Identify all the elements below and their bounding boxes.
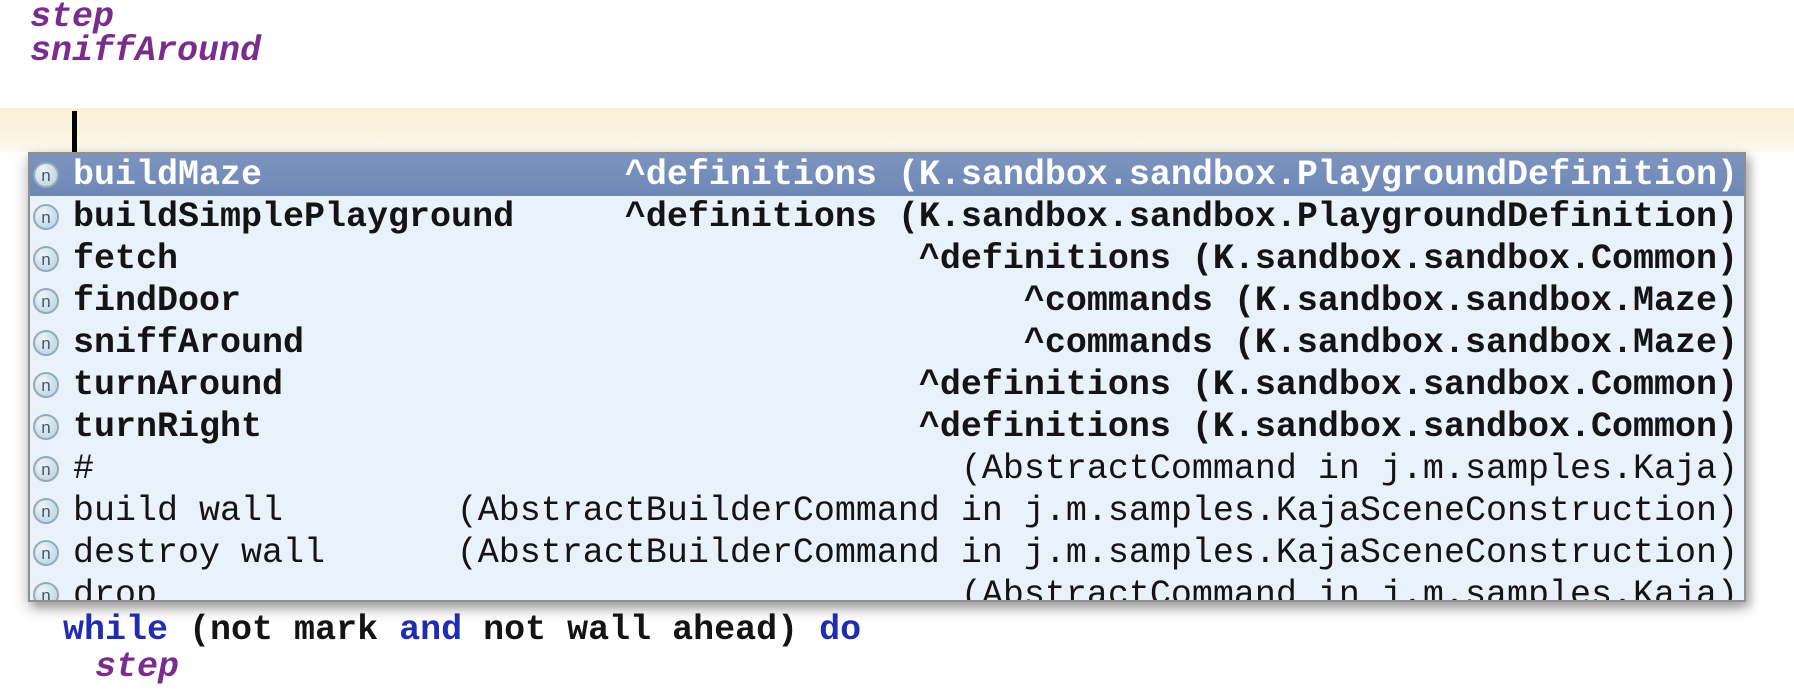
current-line-highlight[interactable] [0, 108, 1794, 152]
method-kind-icon: n [33, 204, 59, 230]
method-kind-icon: n [33, 288, 59, 314]
completion-item-name: turnAround [73, 365, 284, 405]
text-cursor [72, 111, 77, 152]
completion-item[interactable]: n buildSimplePlayground ^definitions (K.… [30, 196, 1744, 238]
method-kind-icon: n [33, 498, 59, 524]
completion-item[interactable]: n destroy wall (AbstractBuilderCommand i… [30, 532, 1744, 574]
completion-item-name: fetch [73, 239, 179, 279]
completion-item[interactable]: n fetch ^definitions (K.sandbox.sandbox.… [30, 238, 1744, 280]
completion-item[interactable]: n # (AbstractCommand in j.m.samples.Kaja… [30, 448, 1744, 490]
completion-item-signature: ^definitions (K.sandbox.sandbox.Playgrou… [624, 155, 1738, 195]
completion-item-signature: (AbstractCommand in j.m.samples.Kaja) [960, 575, 1738, 602]
code-line-sniffaround: sniffAround [30, 31, 262, 71]
completion-item[interactable]: n turnRight ^definitions (K.sandbox.sand… [30, 406, 1744, 448]
completion-item-signature: (AbstractBuilderCommand in j.m.samples.K… [456, 533, 1738, 573]
completion-item-name: buildMaze [73, 155, 263, 195]
completion-item-signature: ^definitions (K.sandbox.sandbox.Playgrou… [624, 197, 1738, 237]
completion-item-signature: (AbstractCommand in j.m.samples.Kaja) [960, 449, 1738, 489]
completion-item-name: buildSimplePlayground [73, 197, 515, 237]
completion-item[interactable]: n turnAround ^definitions (K.sandbox.san… [30, 364, 1744, 406]
code-lines-above: step sniffAround [30, 0, 262, 71]
completion-item-signature: ^definitions (K.sandbox.sandbox.Common) [918, 239, 1738, 279]
method-kind-icon: n [33, 582, 59, 600]
code-token-code: ( [168, 610, 211, 650]
method-kind-icon: n [33, 330, 59, 356]
completion-item-signature: ^commands (K.sandbox.sandbox.Maze) [1023, 323, 1738, 363]
completion-item-signature: ^definitions (K.sandbox.sandbox.Common) [918, 407, 1738, 447]
method-kind-icon: n [33, 456, 59, 482]
method-kind-icon: n [33, 246, 59, 272]
completion-item-name: findDoor [73, 281, 242, 321]
completion-item-name: # [73, 449, 95, 489]
completion-item[interactable]: n sniffAround ^commands (K.sandbox.sandb… [30, 322, 1744, 364]
method-kind-icon: n [33, 540, 59, 566]
completion-item-signature: ^definitions (K.sandbox.sandbox.Common) [918, 365, 1738, 405]
completion-item-name: turnRight [73, 407, 263, 447]
code-line-while: while (not mark and not wall ahead) do [63, 612, 861, 648]
code-token-code: not mark [210, 610, 400, 650]
code-line-step: step [30, 0, 115, 37]
completion-item[interactable]: n drop (AbstractCommand in j.m.samples.K… [30, 574, 1744, 602]
completion-item[interactable]: n findDoor ^commands (K.sandbox.sandbox.… [30, 280, 1744, 322]
completion-item-signature: ^commands (K.sandbox.sandbox.Maze) [1023, 281, 1738, 321]
completion-item-name: drop [73, 575, 158, 602]
method-kind-icon: n [33, 414, 59, 440]
completion-item-name: build wall [73, 491, 284, 531]
completion-item-signature: (AbstractBuilderCommand in j.m.samples.K… [456, 491, 1738, 531]
method-kind-icon: n [33, 372, 59, 398]
completion-item-name: destroy wall [73, 533, 326, 573]
completion-item[interactable]: n build wall (AbstractBuilderCommand in … [30, 490, 1744, 532]
code-line-step-below: step [95, 647, 180, 687]
autocomplete-popup[interactable]: n buildMaze ^definitions (K.sandbox.sand… [28, 152, 1746, 602]
completion-item[interactable]: n buildMaze ^definitions (K.sandbox.sand… [30, 154, 1744, 196]
code-token-keyword: do [819, 610, 862, 650]
code-token-keyword: while [63, 610, 169, 650]
code-token-keyword: and [399, 610, 463, 650]
completion-list: n buildMaze ^definitions (K.sandbox.sand… [30, 154, 1744, 602]
completion-item-name: sniffAround [73, 323, 305, 363]
method-kind-icon: n [33, 162, 59, 188]
code-token-code: not wall ahead) [462, 610, 820, 650]
